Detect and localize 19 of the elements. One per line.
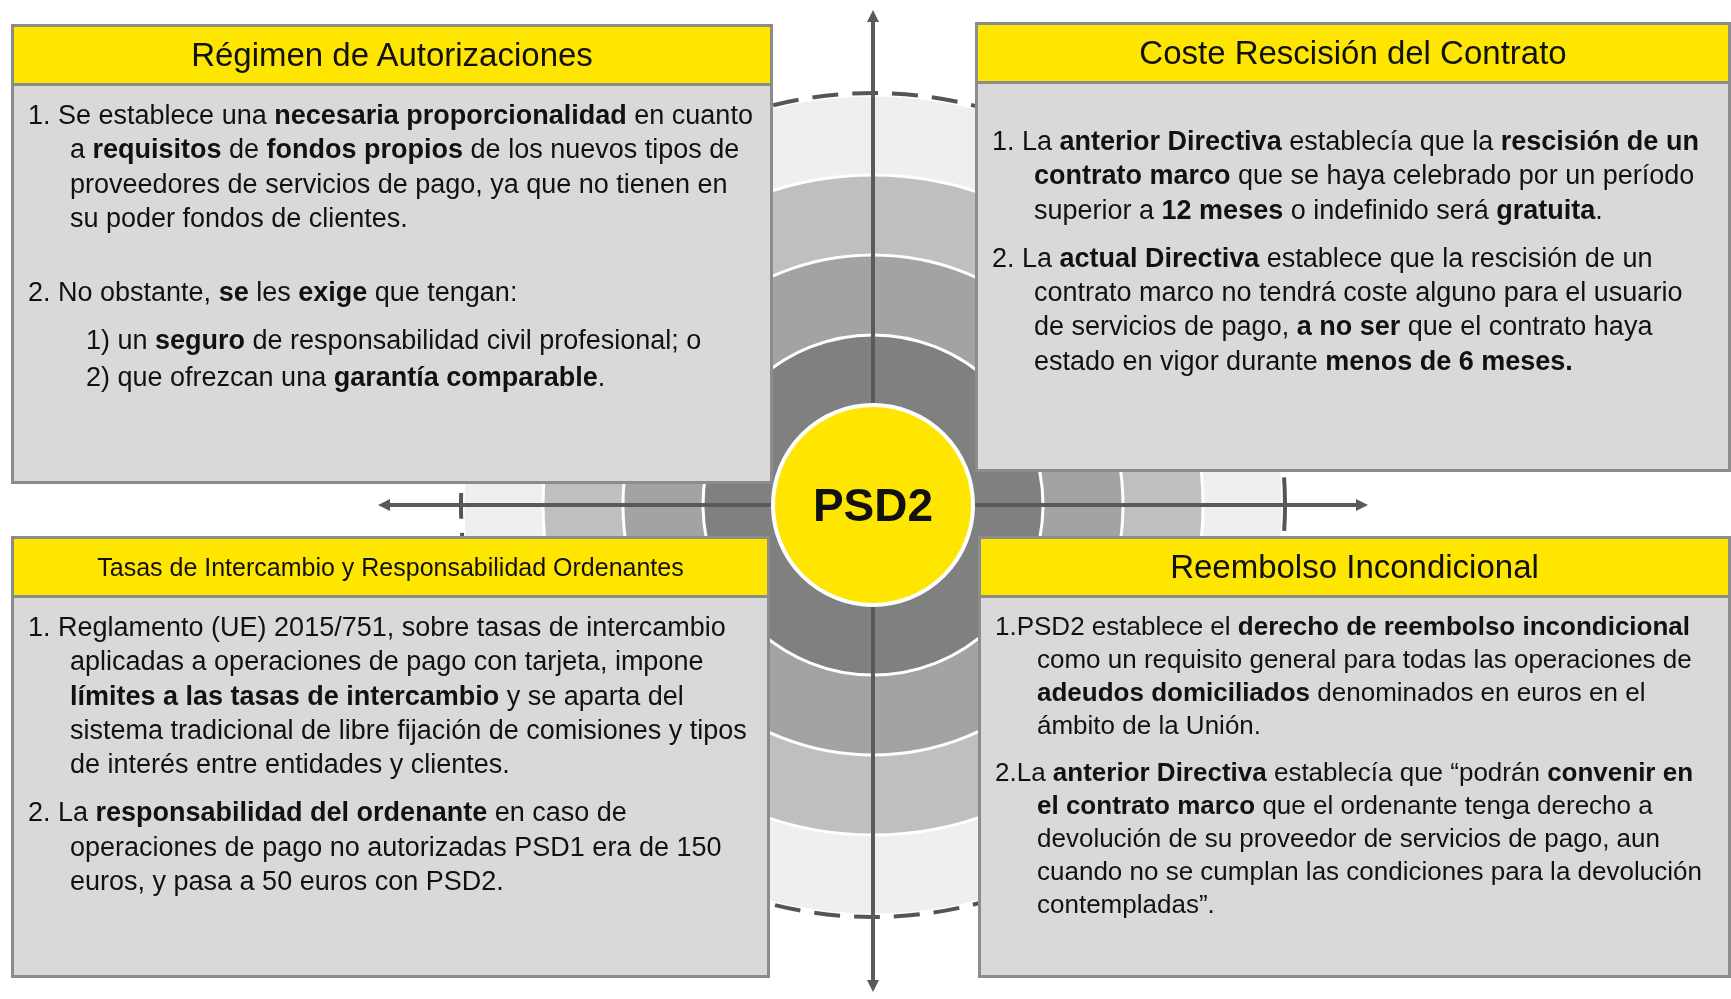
list-item: 2. No obstante, se les exige que tengan: bbox=[28, 276, 519, 310]
list-item: 2. La actual Directiva establece que la rescisión de un contrato marco no tendrá coste alguno para el usuario de servicios de pago, a no ser que el contrato haya estado en vigor durante menos de 6 meses. bbox=[992, 241, 1684, 378]
list-item: 1.PSD2 establece el derecho de reembolso incondicional como un requisito general para todas las operaciones de adeudos domiciliados denominados en euros en el ámbito de la Unión. bbox=[995, 610, 1693, 743]
list-item: 1. Reglamento (UE) 2015/751, sobre tasas de intercambio aplicadas a operaciones de pago con tarjeta, impone límites a las tasas de intercambio y se aparta del sistema tradicional de libre fijación de comisiones y tipos de interés entre entidades y clientes. bbox=[28, 611, 748, 782]
info-card bbox=[11, 24, 773, 484]
list-item: 1. Se establece una necesaria proporcionalidad en cuanto a requisitos de fondos propios de los nuevos tipos de proveedores de servicios de pago, ya que no tienen en su poder fondos de clientes. bbox=[28, 99, 754, 235]
info-card bbox=[975, 22, 1731, 472]
list-item: 1. La anterior Directiva establecía que la rescisión de un contrato marco que se haya celebrado por un período superior a 12 meses o indefinido será gratuita. bbox=[992, 125, 1700, 227]
list-item: 2. La responsabilidad del ordenante en caso de operaciones de pago no autorizadas PSD1 era de 150 euros, y pasa a 50 euros con PSD2. bbox=[28, 796, 723, 898]
sub-list-item: 2) que ofrezcan una garantía comparable. bbox=[85, 360, 607, 394]
card-heading: Tasas de Intercambio y Responsabilidad Ordenantes bbox=[14, 539, 767, 598]
circle-label: PSD2 bbox=[812, 478, 934, 532]
info-card bbox=[11, 536, 770, 978]
info-card bbox=[978, 536, 1731, 978]
card-heading: Reembolso Incondicional bbox=[981, 539, 1728, 598]
card-heading: Régimen de Autorizaciones bbox=[14, 27, 770, 86]
list-item: 2.La anterior Directiva establecía que “podrán convenir en el contrato marco que el ordenante tenga derecho a devolución de su proveedor de servicios de pago, aun cuando no se cumplan las condiciones para la devolución contempladas”. bbox=[995, 756, 1703, 922]
card-heading: Coste Rescisión del Contrato bbox=[978, 25, 1728, 84]
sub-list-item: 1) un seguro de responsabilidad civil profesional; o bbox=[85, 324, 703, 358]
